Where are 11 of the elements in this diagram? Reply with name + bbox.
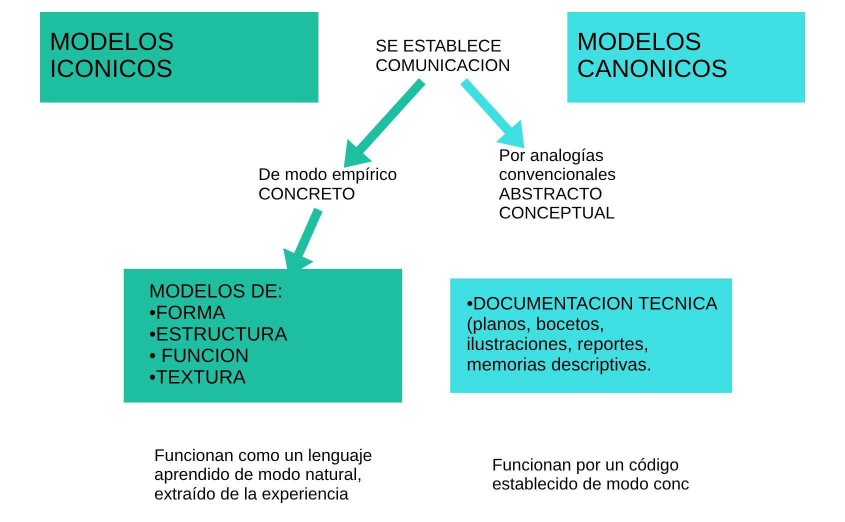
node-text: Por analogías convencionales ABSTRACTO CONCEPTUAL — [498, 146, 616, 223]
arrow — [344, 78, 426, 168]
arrow — [460, 78, 524, 148]
node-label: Funcionan por un código establecido de modo conc — [492, 455, 690, 494]
node-box: •DOCUMENTACION TECNICA (planos, bocetos, ilustraciones, reportes, memorias descriptivas. — [450, 278, 732, 393]
node-box: MODELOS CANONICOS — [567, 12, 806, 103]
node-label: Funcionan como un lenguaje aprendido de modo natural, extraído de la experiencia — [154, 446, 372, 504]
node-text: SE ESTABLECE COMUNICACION — [376, 36, 510, 75]
node-text: De modo empírico CONCRETO — [258, 165, 398, 204]
node-box: MODELOS DE: •FORMA •ESTRUCTURA • FUNCION •TEXTURA — [124, 268, 402, 402]
node-box: MODELOS ICONICOS — [40, 12, 318, 103]
